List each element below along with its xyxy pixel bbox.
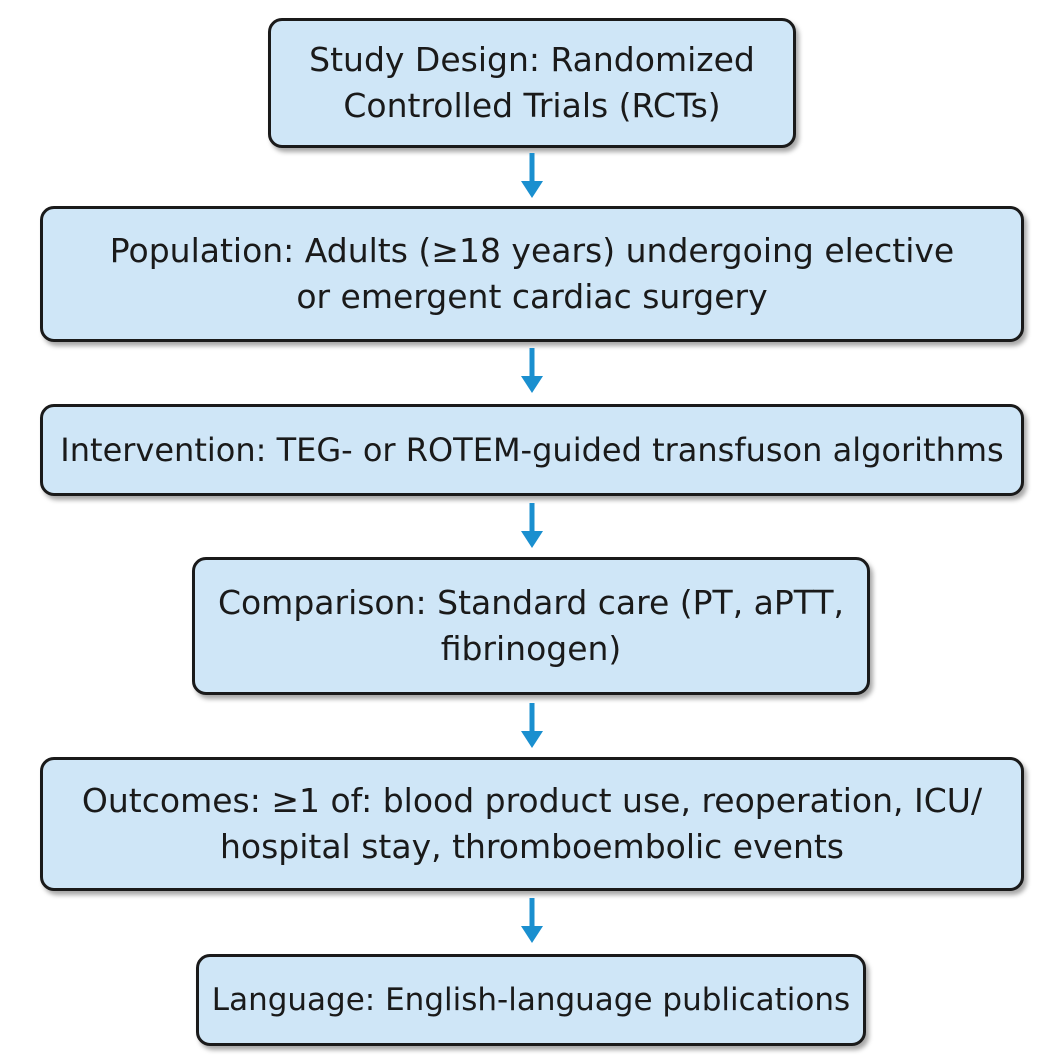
box-language-line1: Language: English-language publications: [211, 982, 851, 1018]
box-intervention-line1: Intervention: TEG- or ROTEM-guided trans…: [60, 431, 1004, 469]
arrow-down-3: [520, 503, 544, 549]
box-intervention: Intervention: TEG- or ROTEM-guided trans…: [40, 404, 1024, 496]
arrow-down-2: [520, 348, 544, 394]
box-comparison-line1: Comparison: Standard care (PT, aPTT,: [217, 583, 845, 622]
box-outcomes: Outcomes: ≥1 of: blood product use, reop…: [40, 757, 1024, 891]
box-outcomes-line2: hospital stay, thromboembolic events: [219, 827, 844, 866]
box-study-design: Study Design: Randomized Controlled Tria…: [268, 18, 796, 148]
box-language: Language: English-language publications: [196, 954, 866, 1046]
arrow-down-1: [520, 153, 544, 199]
box-study-design-line2: Controlled Trials (RCTs): [343, 86, 721, 125]
box-comparison: Comparison: Standard care (PT, aPTT, fib…: [192, 557, 870, 695]
box-study-design-line1: Study Design: Randomized: [309, 40, 755, 79]
arrow-down-4: [520, 703, 544, 749]
box-population-line1: Population: Adults (≥18 years) undergoin…: [109, 231, 955, 270]
box-comparison-line2: fibrinogen): [440, 629, 622, 668]
box-population-line2: or emergent cardiac surgery: [296, 277, 768, 316]
arrow-down-5: [520, 898, 544, 944]
box-outcomes-line1: Outcomes: ≥1 of: blood product use, reop…: [81, 781, 983, 820]
box-population: Population: Adults (≥18 years) undergoin…: [40, 206, 1024, 342]
